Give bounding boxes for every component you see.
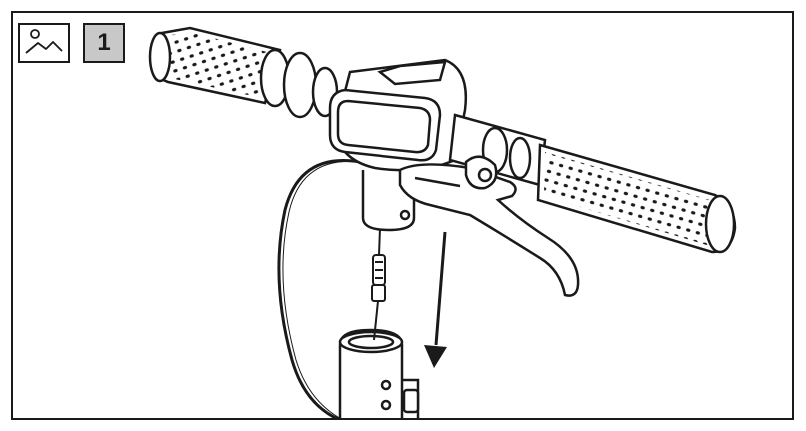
left-collar — [259, 48, 339, 119]
right-grip — [536, 143, 737, 254]
left-grip — [148, 26, 282, 105]
image-icon-glyph — [25, 29, 63, 54]
image-icon — [18, 23, 70, 63]
cable-connector — [371, 227, 386, 341]
display-housing — [328, 58, 468, 172]
scooter-handlebar-illustration — [148, 26, 737, 418]
brake-lever — [398, 155, 580, 297]
scooter-stem — [338, 328, 420, 418]
arrow-down-icon — [424, 231, 447, 368]
step-number-badge: 1 — [83, 23, 125, 63]
brake-cable — [277, 159, 361, 418]
step-number: 1 — [97, 29, 111, 56]
